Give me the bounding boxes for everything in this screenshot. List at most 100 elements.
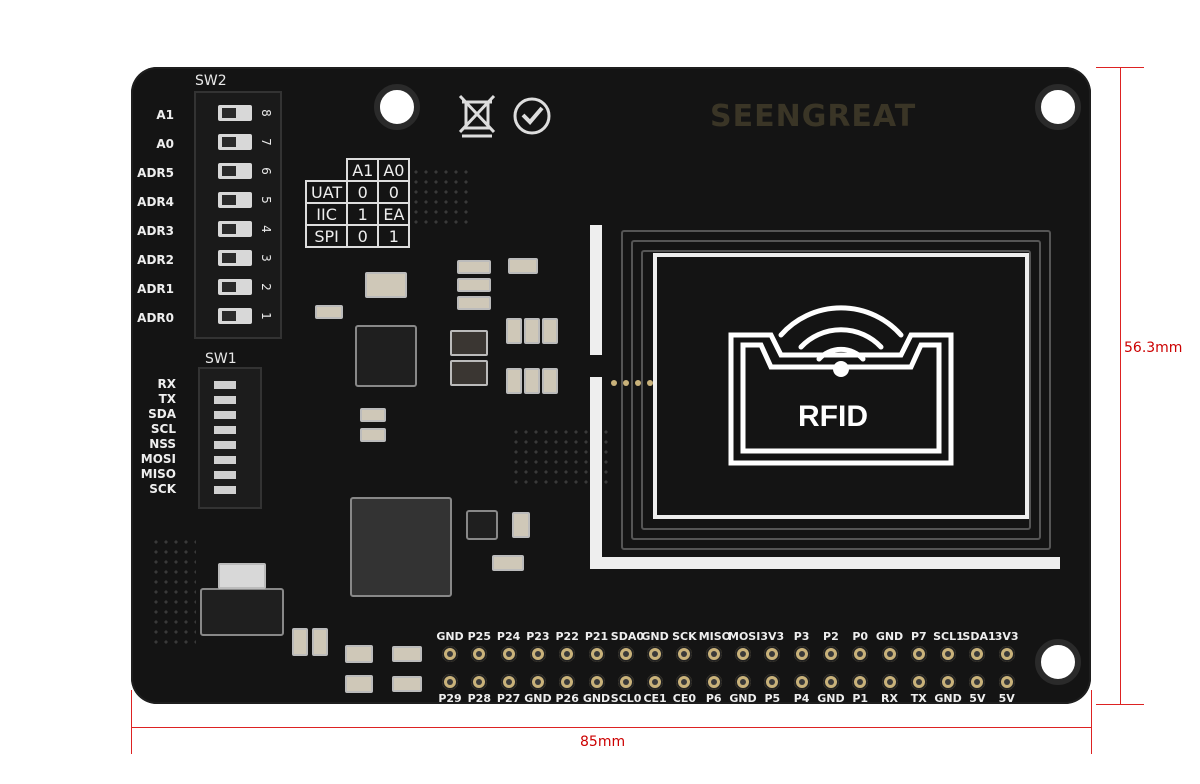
resistor: [524, 318, 540, 344]
header-pin[interactable]: [588, 646, 605, 662]
header-pin[interactable]: [764, 674, 781, 690]
header-pin[interactable]: [969, 646, 986, 662]
header-pin[interactable]: [471, 646, 488, 662]
rfid-label: RFID: [798, 400, 868, 433]
header-pin[interactable]: [705, 646, 722, 662]
led: [345, 675, 373, 693]
header-pin[interactable]: [471, 674, 488, 690]
sw2-title: SW2: [195, 73, 227, 89]
header-pin[interactable]: [559, 646, 576, 662]
header-pin[interactable]: [881, 646, 898, 662]
header-label-bottom: P28: [467, 692, 491, 705]
header-label-bottom: P26: [555, 692, 579, 705]
resistor: [457, 296, 491, 310]
table-header: A1: [346, 158, 380, 182]
via-grid: [151, 537, 196, 647]
header-pin[interactable]: [910, 646, 927, 662]
header-pin[interactable]: [617, 674, 634, 690]
header-pin[interactable]: [529, 674, 546, 690]
resistor: [457, 260, 491, 274]
dip-toggle[interactable]: [218, 192, 252, 208]
header-pin[interactable]: [676, 646, 693, 662]
header-pin[interactable]: [500, 674, 517, 690]
header-pin[interactable]: [764, 646, 781, 662]
dip-toggle[interactable]: [214, 441, 236, 449]
capacitor: [450, 330, 488, 356]
header-pin[interactable]: [881, 674, 898, 690]
capacitor: [312, 628, 328, 656]
header-pin[interactable]: [852, 646, 869, 662]
resistor: [542, 368, 558, 394]
sw1-title: SW1: [205, 351, 237, 367]
header-pin[interactable]: [852, 674, 869, 690]
regulator-tab: [218, 563, 266, 589]
resistor: [542, 318, 558, 344]
header-label-bottom: SCL0: [610, 692, 642, 705]
header-label-top: P21: [584, 630, 609, 643]
header-pin[interactable]: [822, 646, 839, 662]
header-pin[interactable]: [910, 674, 927, 690]
resistor: [392, 646, 422, 662]
dip-toggle[interactable]: [214, 456, 236, 464]
header-pin[interactable]: [500, 646, 517, 662]
header-pin[interactable]: [735, 674, 751, 690]
header-pin[interactable]: [940, 646, 957, 662]
dip-toggle[interactable]: [214, 426, 236, 434]
sw2-label-adr0: ADR0: [137, 311, 174, 325]
dip-toggle[interactable]: [214, 486, 236, 494]
header-pin[interactable]: [442, 674, 458, 690]
sw1-label-nss: NSS: [149, 437, 176, 451]
header-pin[interactable]: [969, 674, 986, 690]
resistor: [457, 278, 491, 292]
header-pin[interactable]: [647, 646, 664, 662]
header-label-top: MISO: [698, 630, 731, 643]
header-label-bottom: P27: [496, 692, 521, 705]
header-pin[interactable]: [793, 674, 810, 690]
dip-switch-sw1[interactable]: [198, 367, 262, 509]
dip-toggle[interactable]: [218, 134, 252, 150]
dip-switch-sw2[interactable]: [194, 91, 282, 339]
header-pin[interactable]: [442, 646, 458, 662]
dip-toggle[interactable]: [218, 221, 252, 237]
header-pin[interactable]: [998, 646, 1015, 662]
sw2-number: 2: [258, 283, 273, 291]
dimension-line-width: [131, 727, 1091, 728]
sw2-label-adr3: ADR3: [137, 224, 174, 238]
sw1-label-scl: SCL: [150, 422, 176, 436]
sw1-label-miso: MISO: [140, 467, 176, 481]
header-pin[interactable]: [588, 674, 605, 690]
header-label-top: P7: [910, 630, 927, 643]
dip-toggle[interactable]: [214, 396, 236, 404]
buzzer: [350, 497, 452, 597]
rfid-antenna: [580, 225, 1060, 575]
header-label-top: SDA0: [610, 630, 645, 643]
header-pin[interactable]: [735, 646, 751, 662]
header-pin[interactable]: [676, 674, 693, 690]
header-label-top: P2: [823, 630, 839, 643]
header-pin[interactable]: [617, 646, 634, 662]
header-pin[interactable]: [793, 646, 810, 662]
header-pin[interactable]: [529, 646, 546, 662]
header-pin[interactable]: [822, 674, 839, 690]
led: [345, 645, 373, 663]
dip-toggle[interactable]: [214, 411, 236, 419]
dip-toggle[interactable]: [214, 381, 236, 389]
dip-toggle[interactable]: [218, 250, 252, 266]
header-pin[interactable]: [940, 674, 957, 690]
header-pin[interactable]: [647, 674, 664, 690]
sw2-number: 6: [258, 167, 273, 175]
sw1-label-sck: SCK: [149, 482, 176, 496]
dip-toggle[interactable]: [218, 279, 252, 295]
sw1-label-tx: TX: [158, 392, 176, 406]
dip-toggle[interactable]: [218, 105, 252, 121]
header-pin[interactable]: [559, 674, 576, 690]
header-label-bottom: CE1: [643, 692, 667, 705]
dip-toggle[interactable]: [214, 471, 236, 479]
dip-toggle[interactable]: [218, 163, 252, 179]
header-pin[interactable]: [998, 674, 1015, 690]
dimension-line-height: [1120, 67, 1121, 704]
dip-toggle[interactable]: [218, 308, 252, 324]
crystal: [365, 272, 407, 298]
header-pin[interactable]: [705, 674, 722, 690]
